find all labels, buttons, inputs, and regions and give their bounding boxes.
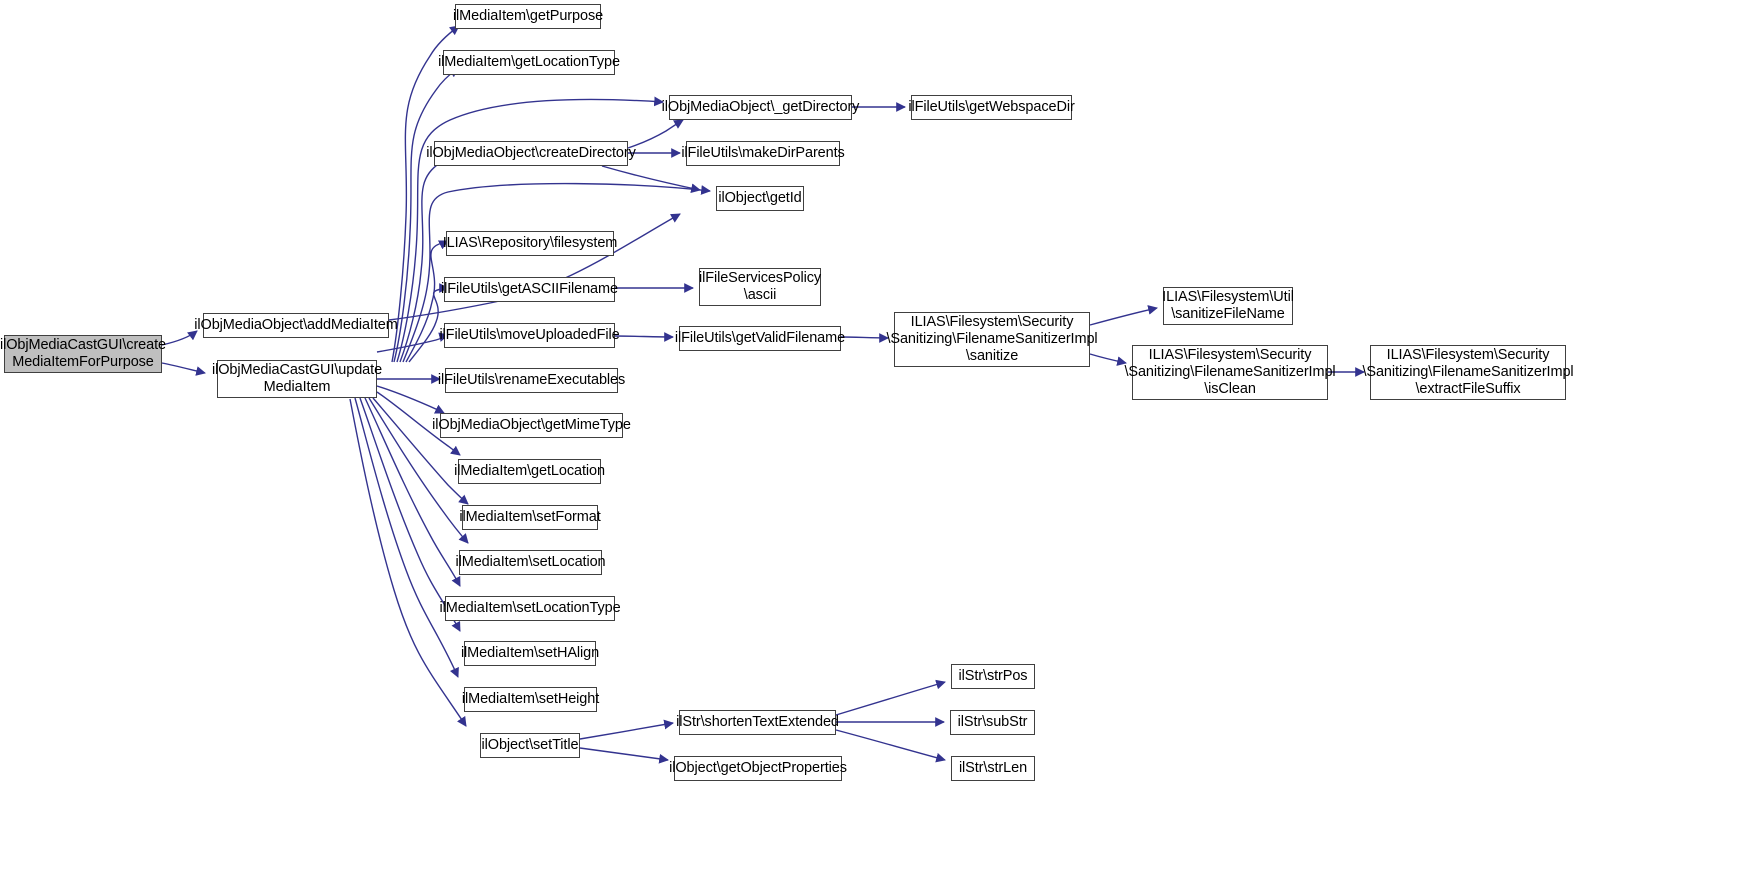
call-edge xyxy=(354,397,459,678)
call-edge xyxy=(835,679,946,716)
call-edge xyxy=(601,165,701,194)
call-edge xyxy=(161,362,206,376)
call-graph-node[interactable]: ilStr\subStr xyxy=(950,710,1035,735)
call-edge xyxy=(391,25,460,363)
call-edge xyxy=(579,747,669,764)
call-edge xyxy=(614,332,674,342)
call-edge xyxy=(349,398,467,727)
call-graph-node[interactable]: ILIAS\Repository\filesystem xyxy=(443,231,617,256)
call-edge xyxy=(627,119,684,149)
call-edge xyxy=(835,729,946,763)
call-graph-node[interactable]: ilObjMediaCastGUI\update MediaItem xyxy=(212,360,382,398)
call-graph-node[interactable]: ilFileUtils\getASCIIFilename xyxy=(441,277,618,302)
call-graph-node[interactable]: ILIAS\Filesystem\Security \Sanitizing\Fi… xyxy=(1362,345,1574,400)
call-graph-node[interactable]: ilMediaItem\setHAlign xyxy=(461,641,599,666)
call-graph-node[interactable]: ilObjMediaObject\_getDirectory xyxy=(662,95,859,120)
call-graph-node[interactable]: ilObject\getId xyxy=(716,186,804,211)
call-graph-node[interactable]: ilMediaItem\getPurpose xyxy=(453,4,603,29)
call-edge xyxy=(393,67,459,363)
call-graph-node[interactable]: ilStr\strPos xyxy=(951,664,1035,689)
call-graph-node[interactable]: ilMediaItem\getLocationType xyxy=(438,50,620,75)
call-edge xyxy=(579,719,674,740)
call-graph-node[interactable]: ilObjMediaObject\createDirectory xyxy=(426,141,636,166)
call-edge xyxy=(1089,305,1158,326)
call-graph-node[interactable]: ilFileUtils\makeDirParents xyxy=(681,141,845,166)
call-graph-node[interactable]: ilMediaItem\getLocation xyxy=(454,459,605,484)
call-graph-node[interactable]: ilMediaItem\setLocation xyxy=(455,550,606,575)
call-graph-node[interactable]: ilFileUtils\renameExecutables xyxy=(438,368,625,393)
call-edge xyxy=(840,333,889,343)
call-graph-node[interactable]: ilFileUtils\getWebspaceDir xyxy=(908,95,1075,120)
call-edge xyxy=(161,330,198,346)
call-edge xyxy=(376,385,445,414)
call-graph-node[interactable]: ilMediaItem\setHeight xyxy=(462,687,599,712)
call-graph-node[interactable]: ilStr\shortenTextExtended xyxy=(676,710,839,735)
call-graph-node[interactable]: ilStr\strLen xyxy=(951,756,1035,781)
call-graph-node[interactable]: ilObjMediaObject\addMediaItem xyxy=(194,313,398,338)
call-graph-node[interactable]: ilFileUtils\getValidFilename xyxy=(675,326,845,351)
call-graph-node[interactable]: ILIAS\Filesystem\Security \Sanitizing\Fi… xyxy=(1124,345,1336,400)
call-graph-node[interactable]: ilObject\setTitle xyxy=(480,733,580,758)
call-edge xyxy=(408,283,449,363)
call-graph-node[interactable]: ilObjMediaCastGUI\create MediaItemForPur… xyxy=(0,335,166,373)
call-graph-node[interactable]: ilObject\getObjectProperties xyxy=(669,756,847,781)
call-edge xyxy=(388,213,681,321)
call-graph-node[interactable]: ILIAS\Filesystem\Util \sanitizeFileName xyxy=(1162,287,1294,325)
call-graph-node[interactable]: ilFileServicesPolicy \ascii xyxy=(699,268,821,306)
call-graph-node[interactable]: ilMediaItem\setFormat xyxy=(459,505,601,530)
call-graph-node[interactable]: ILIAS\Filesystem\Security \Sanitizing\Fi… xyxy=(886,312,1098,367)
call-graph-node[interactable]: ilMediaItem\setLocationType xyxy=(439,596,621,621)
call-graph-node[interactable]: ilFileUtils\moveUploadedFile xyxy=(439,323,620,348)
call-graph-node[interactable]: ilObjMediaObject\getMimeType xyxy=(432,413,631,438)
